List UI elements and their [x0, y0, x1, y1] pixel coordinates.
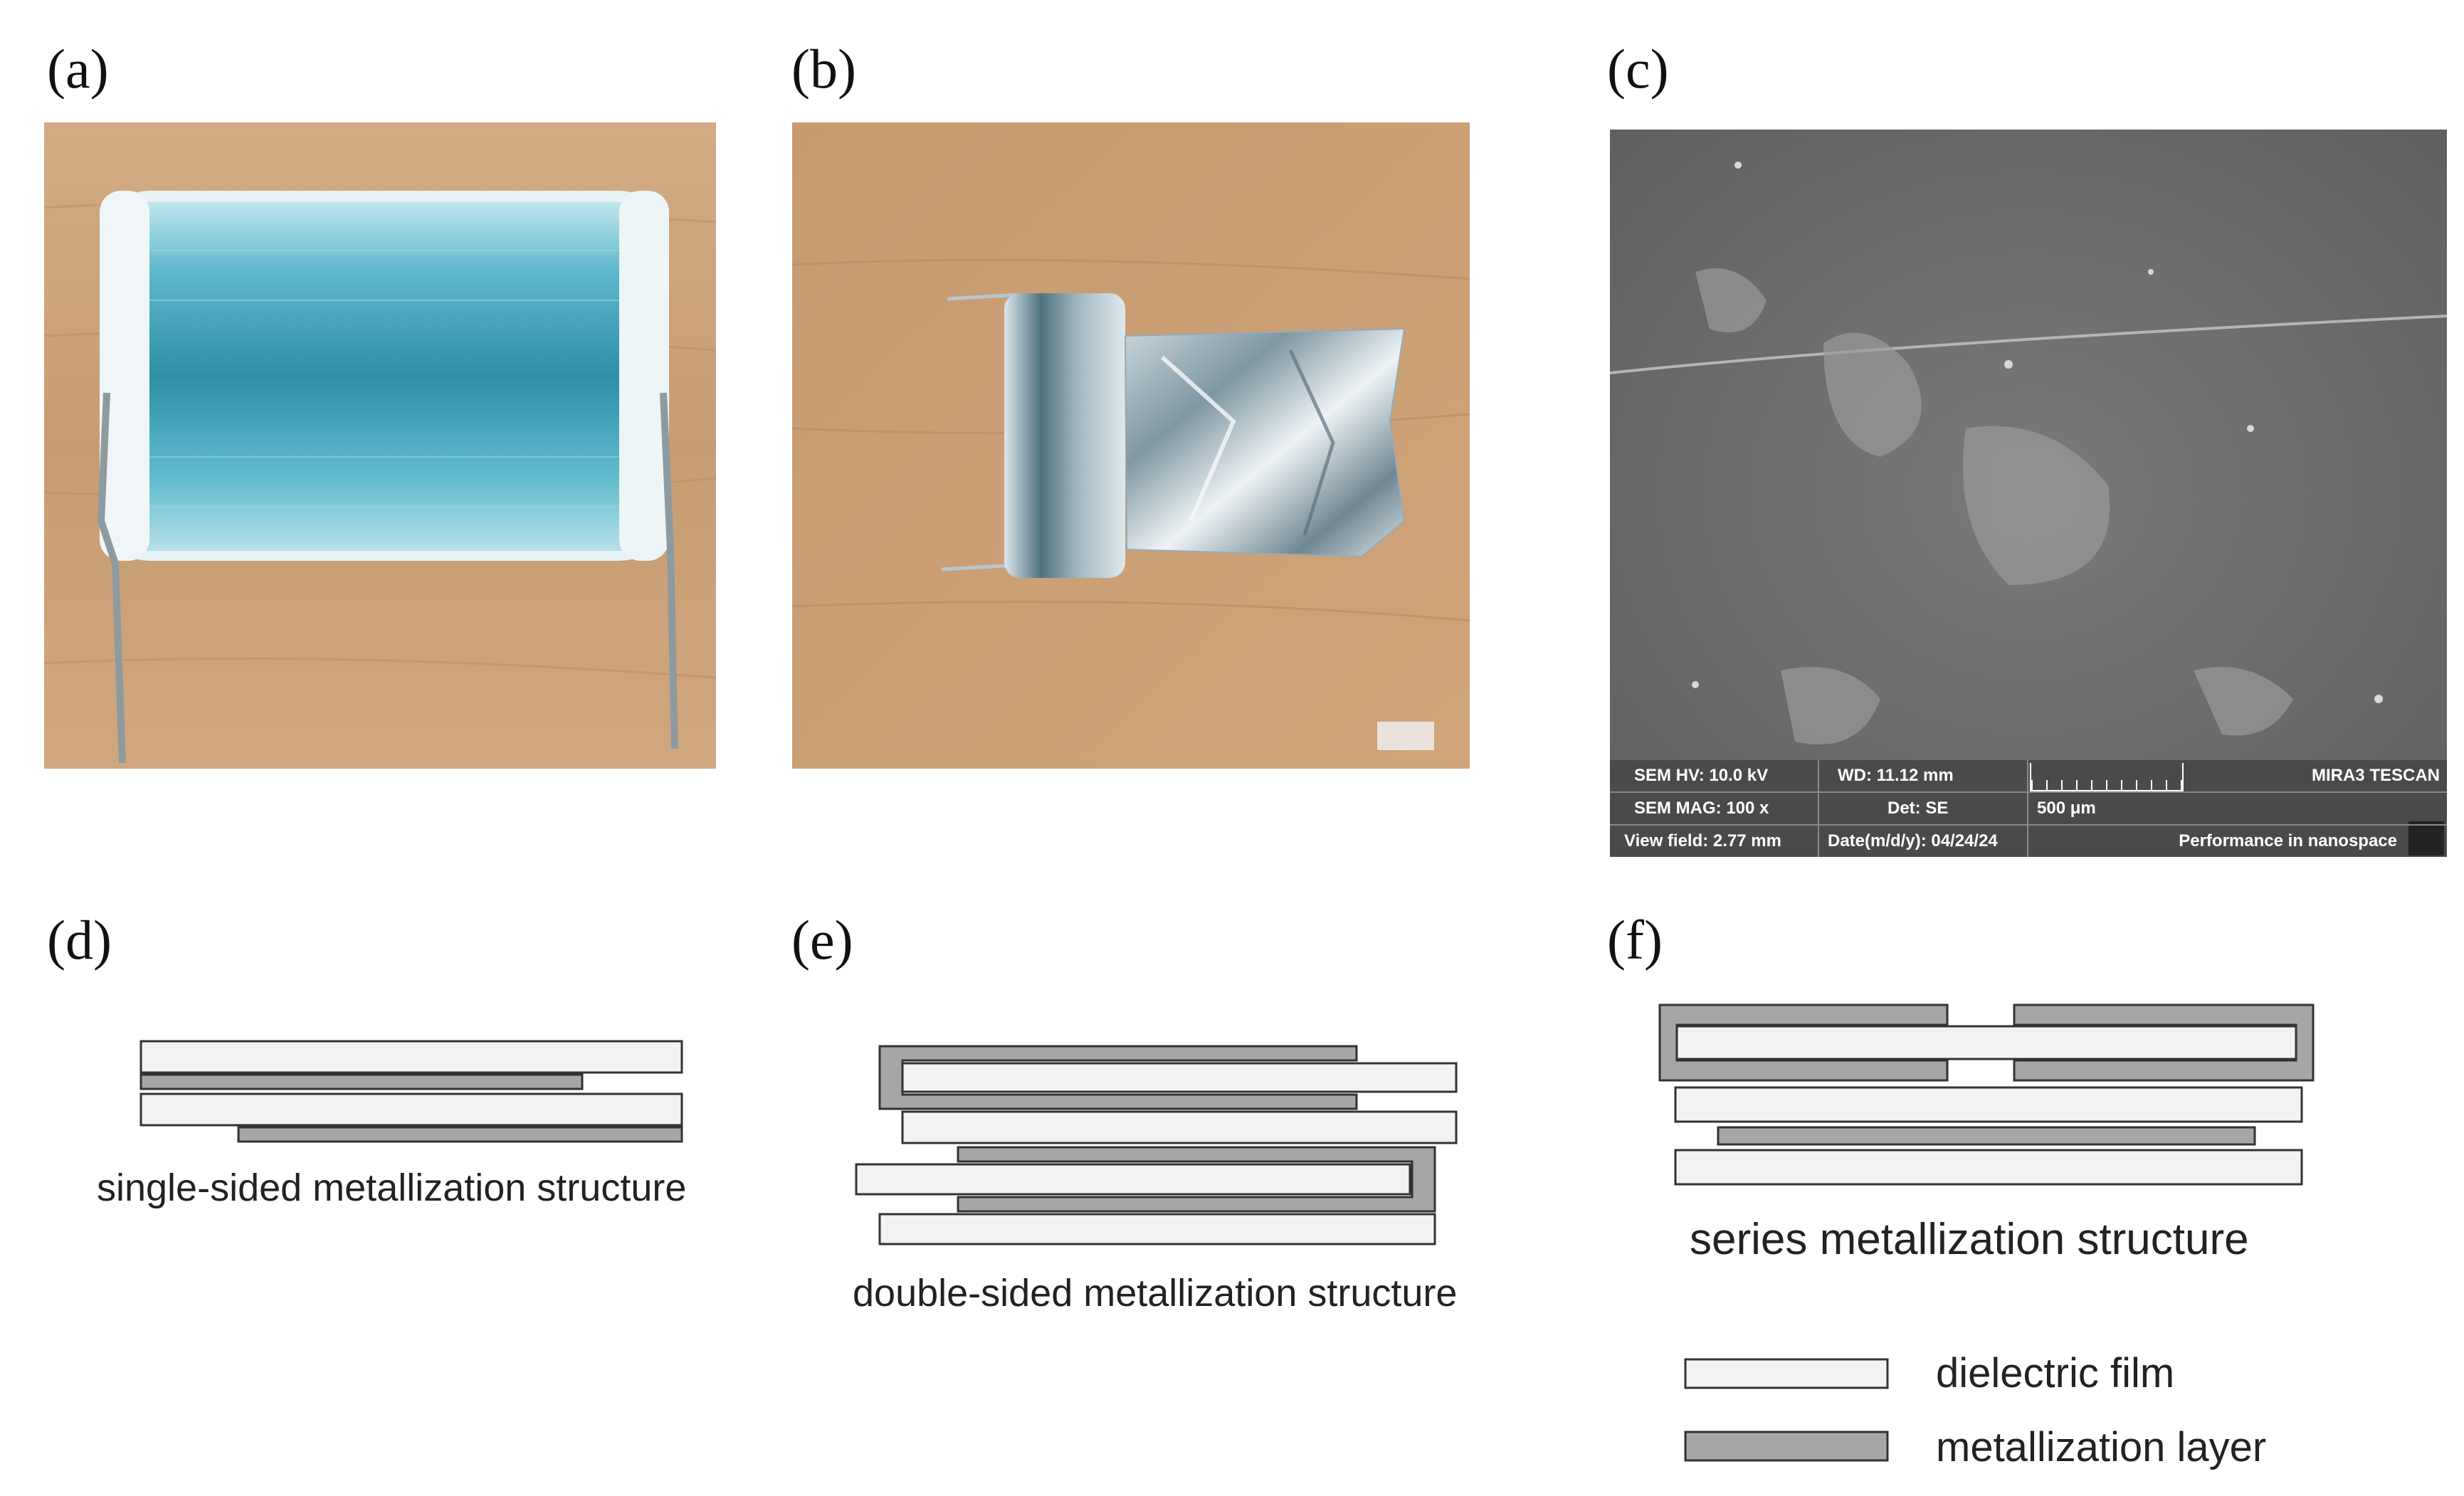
photo-capacitor-wound [44, 122, 716, 769]
sem-view-field: View field: 2.77 mm [1624, 831, 1781, 850]
dielectric-film [878, 1213, 1436, 1245]
diagram-series [1658, 1004, 2315, 1186]
panel-label-a: (a) [47, 38, 109, 100]
legend-label-dielectric: dielectric film [1936, 1350, 2175, 1396]
legend-swatch-metal [1684, 1431, 1889, 1462]
panel-label-c: (c) [1607, 38, 1669, 100]
tescan-logo-icon [2408, 821, 2444, 855]
sem-scale-bar [2030, 763, 2184, 791]
panel-label-f: (f) [1607, 909, 1663, 971]
panel-label-d: (d) [47, 909, 112, 971]
sem-wd: WD: 11.12 mm [1838, 766, 1954, 785]
dielectric-film [1675, 1025, 2297, 1060]
caption-double-sided: double-sided metallization structure [853, 1272, 1458, 1315]
metallization-layer [237, 1126, 683, 1143]
metallization-layer [957, 1146, 1436, 1213]
sem-scale-label: 500 μm [2037, 799, 2096, 818]
diagram-single-sided [139, 1040, 683, 1143]
legend-label-metal: metallization layer [1936, 1424, 2267, 1470]
sem-mag: SEM MAG: 100 x [1634, 799, 1769, 818]
sem-info-bar: SEM HV: 10.0 kV WD: 11.12 mm MIRA3 TESCA… [1610, 760, 2447, 857]
caption-series: series metallization structure [1690, 1215, 2249, 1264]
sem-micrograph [1610, 130, 2447, 857]
capacitor-wound-illustration [44, 122, 716, 769]
dielectric-film [1674, 1086, 2303, 1123]
photo-capacitor-unwound [792, 122, 1470, 769]
sem-det: Det: SE [1888, 799, 1949, 818]
dielectric-film [901, 1110, 1458, 1144]
dielectric-film [901, 1062, 1458, 1093]
sem-tagline: Performance in nanospace [2179, 831, 2397, 850]
sem-brand: MIRA3 TESCAN [2311, 766, 2440, 785]
dielectric-film [139, 1092, 683, 1127]
dielectric-film [139, 1040, 683, 1074]
capacitor-unwound-illustration [792, 122, 1470, 769]
metallization-layer [2013, 1004, 2315, 1082]
panel-label-e: (e) [791, 909, 853, 971]
metallization-layer [878, 1045, 1358, 1110]
sem-hv: SEM HV: 10.0 kV [1634, 766, 1769, 785]
metallization-layer [1717, 1126, 2256, 1146]
sem-date: Date(m/d/y): 04/24/24 [1828, 831, 1998, 850]
caption-single-sided: single-sided metallization structure [97, 1166, 687, 1209]
dielectric-film [1674, 1149, 2303, 1186]
sem-surface-illustration [1610, 130, 2447, 857]
legend-swatch-dielectric [1684, 1358, 1889, 1389]
metallization-layer [1658, 1004, 1949, 1082]
panel-label-b: (b) [791, 38, 856, 100]
metallization-layer [139, 1073, 584, 1090]
diagram-double-sided [855, 1045, 1458, 1245]
dielectric-film [855, 1163, 1411, 1196]
